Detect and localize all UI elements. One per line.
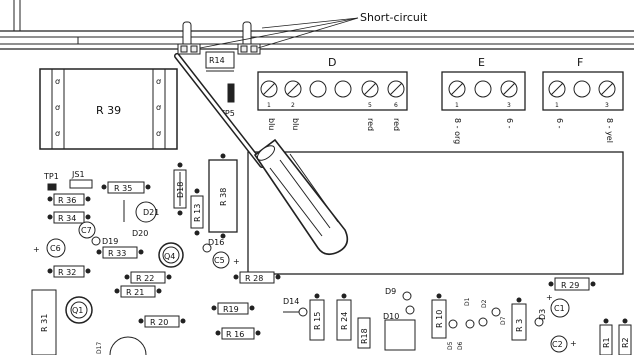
testpoint-tp5: [227, 83, 235, 103]
terminal-d-num-2: 2: [291, 102, 295, 109]
label-d18: D18: [176, 182, 185, 198]
terminal-block-f: [542, 71, 624, 111]
label-d20: D20: [132, 229, 148, 238]
label-r15: R 15: [313, 312, 322, 330]
chassis-rails: [0, 0, 634, 50]
svg-text:ơ: ơ: [55, 103, 60, 112]
label-r31: R 31: [40, 314, 49, 332]
label-r13: R 13: [193, 204, 202, 222]
label-plus-c6: +: [33, 245, 40, 254]
screwdriver: [174, 53, 349, 256]
module-outline: [247, 151, 624, 275]
label-d5: D5: [447, 341, 454, 350]
label-c1: C1: [554, 304, 565, 313]
terminal-e-name: E: [478, 56, 485, 69]
wire-d2: blu: [291, 118, 300, 130]
component-r39: ơ ơ ơ ơ ơ ơ: [39, 68, 178, 150]
terminal-block-d: [257, 71, 408, 111]
label-r29: R 29: [561, 281, 579, 290]
label-js1: JS1: [71, 170, 85, 179]
label-r18: R18: [360, 328, 369, 344]
rail-pins: [177, 21, 261, 55]
label-d1: D1: [464, 297, 471, 306]
label-r20: R 20: [150, 318, 168, 327]
svg-text:ơ: ơ: [156, 77, 161, 86]
svg-text:ơ: ơ: [55, 77, 60, 86]
terminal-e-num-3: 3: [507, 102, 511, 109]
terminal-f-num-3: 3: [605, 102, 609, 109]
label-d19: D19: [102, 237, 118, 246]
terminal-f-name: F: [577, 56, 583, 69]
label-c5: C5: [214, 256, 225, 265]
label-d16: D16: [208, 238, 224, 247]
svg-text:ơ: ơ: [156, 129, 161, 138]
label-r39: R 39: [96, 104, 121, 117]
label-d9: D9: [385, 287, 396, 296]
label-d21: D21: [143, 208, 159, 217]
label-plus-c1: +: [546, 293, 553, 302]
label-q1: Q1: [72, 306, 83, 315]
label-r10: R 10: [435, 310, 444, 328]
tp1-js1: [47, 179, 93, 191]
label-r1: R1: [602, 337, 611, 348]
terminal-e-num-1: 1: [455, 102, 459, 109]
label-r35: R 35: [114, 184, 132, 193]
label-d6: D6: [457, 341, 464, 350]
label-r28: R 28: [245, 274, 263, 283]
wire-e3: 6 -: [505, 118, 514, 129]
label-r32: R 32: [58, 268, 76, 277]
label-r22: R 22: [136, 274, 154, 283]
label-c6: C6: [50, 244, 61, 253]
label-r38: R 38: [219, 188, 228, 206]
terminal-f-num-1: 1: [555, 102, 559, 109]
label-d17: D17: [96, 342, 103, 354]
label-tp5: TP5: [219, 109, 235, 118]
label-c7: C7: [81, 226, 92, 235]
label-d10: D10: [383, 312, 399, 321]
label-d7: D7: [500, 316, 507, 325]
diodes-misc: [123, 172, 299, 313]
label-r14: R14: [209, 56, 225, 65]
label-r3: R 3: [515, 319, 524, 332]
label-d14: D14: [283, 297, 299, 306]
wire-d1: blu: [267, 118, 276, 130]
wire-e1: 8 - org: [453, 118, 462, 144]
label-r34: R 34: [58, 214, 76, 223]
svg-text:ơ: ơ: [55, 129, 60, 138]
label-r33: R 33: [108, 249, 126, 258]
label-r19: R19: [223, 305, 239, 314]
resistor-group-left: [31, 159, 632, 356]
round-parts: [46, 201, 570, 359]
terminal-block-e: [441, 71, 526, 111]
label-tp1: TP1: [43, 172, 59, 181]
callout-label: Short-circuit: [360, 11, 428, 24]
wire-d5: red: [366, 118, 375, 131]
label-r24: R 24: [340, 312, 349, 330]
terminal-d-name: D: [328, 56, 336, 69]
terminal-d-num-6: 6: [394, 102, 398, 109]
wire-f1: 6 -: [555, 118, 564, 129]
component-r14: [205, 51, 235, 72]
label-q4: Q4: [164, 252, 175, 261]
label-c2: C2: [552, 340, 563, 349]
label-plus-c2: +: [570, 339, 577, 348]
terminal-d-num-5: 5: [368, 102, 372, 109]
label-r2: R2: [621, 337, 630, 348]
label-plus-c5: +: [233, 257, 240, 266]
wire-d6: red: [392, 118, 401, 131]
label-r21: R 21: [126, 288, 144, 297]
label-d3: D3: [538, 309, 547, 320]
wire-f3: 8 - yel: [605, 118, 614, 143]
label-r36: R 36: [58, 196, 76, 205]
label-d2: D2: [481, 299, 488, 308]
lead-dots: [47, 153, 628, 336]
label-r16: R 16: [226, 330, 244, 339]
svg-text:ơ: ơ: [156, 103, 161, 112]
terminal-d-num-1: 1: [267, 102, 271, 109]
short-circuit-callout: Short-circuit: [199, 11, 428, 49]
